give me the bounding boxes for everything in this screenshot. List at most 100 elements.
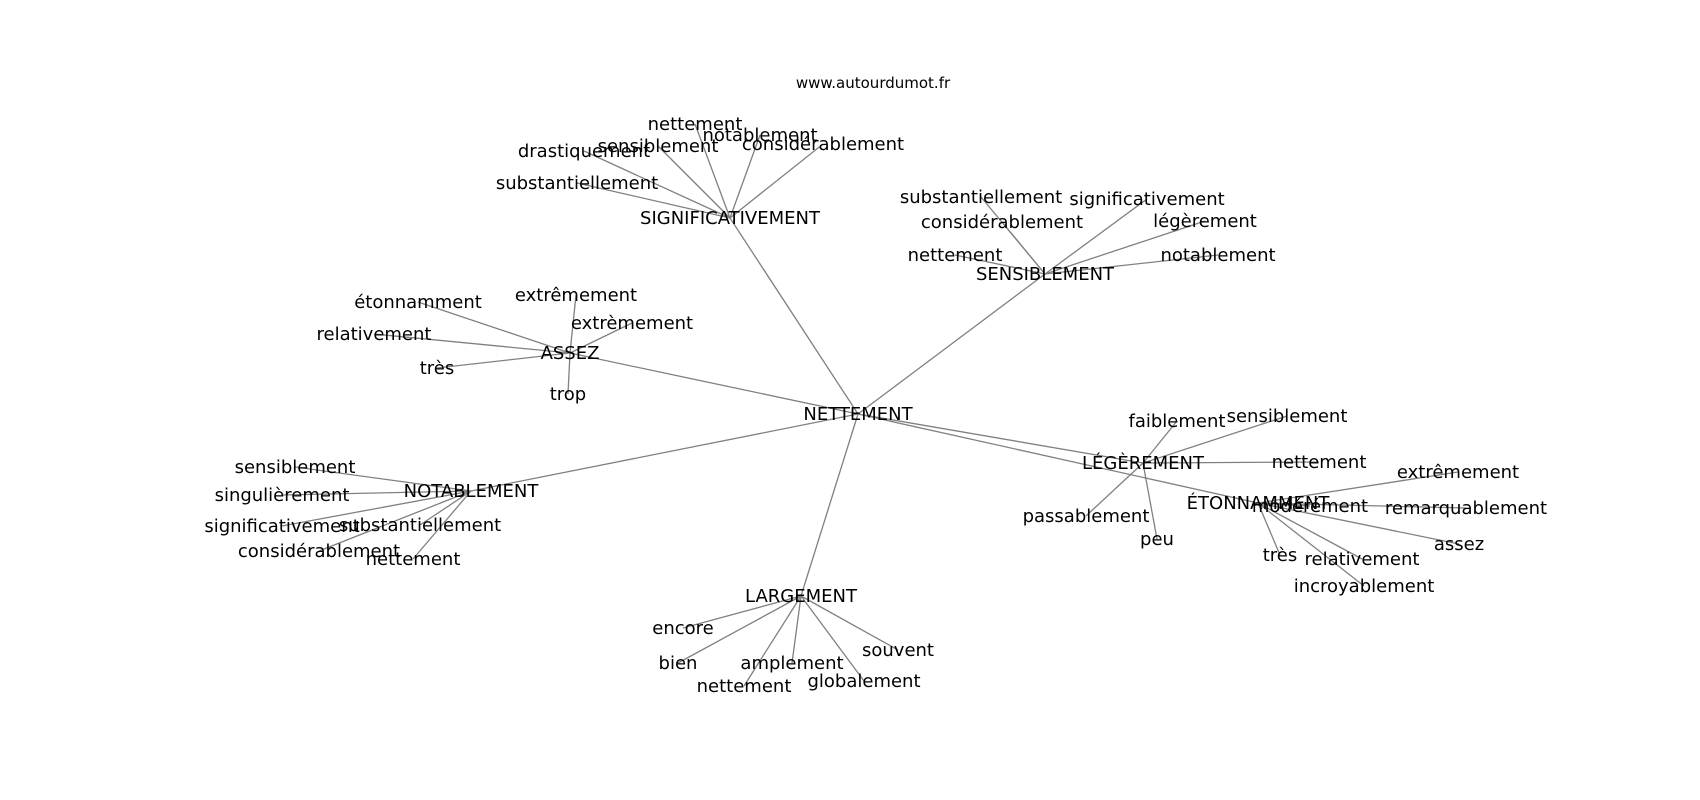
center-node[interactable]: NETTEMENT [803,404,913,425]
edge-center-to-group [800,413,859,597]
edge-group-to-word [1257,502,1365,587]
word-node[interactable]: extrêmement [515,285,637,306]
edge-group-to-word [373,333,571,354]
word-node[interactable]: extrêmement [1397,462,1519,483]
word-node[interactable]: significativement [204,516,359,537]
word-node[interactable]: incroyablement [1294,576,1435,597]
edge-group-to-word [576,182,731,219]
word-node[interactable]: substantiellement [900,187,1062,208]
word-node[interactable]: passablement [1023,506,1150,527]
group-node[interactable]: LARGEMENT [745,586,858,607]
group-node[interactable]: SENSIBLEMENT [976,264,1115,285]
word-node[interactable]: sensiblement [598,136,719,157]
word-node[interactable]: significativement [1069,189,1224,210]
word-node[interactable]: considérablement [238,541,400,562]
word-node[interactable]: substantiellement [339,515,501,536]
word-node[interactable]: relativement [317,324,432,345]
word-node[interactable]: très [1263,545,1298,566]
edge-group-to-word [567,352,571,395]
edge-group-to-word [1142,415,1288,464]
edge-group-to-word [743,595,802,687]
graph-edges [281,123,1467,687]
edge-group-to-word [729,143,824,219]
word-node[interactable]: remarquablement [1385,498,1547,519]
word-node[interactable]: considérablement [921,212,1083,233]
edge-center-to-group [470,413,859,492]
edge-group-to-word [1044,254,1219,275]
edge-group-to-word [569,294,577,354]
word-node[interactable]: globalement [807,671,920,692]
edge-group-to-word [281,490,472,527]
group-node[interactable]: NOTABLEMENT [404,481,540,502]
source-url[interactable]: www.autourdumot.fr [796,74,951,92]
edge-center-to-group [857,413,1259,504]
edge-group-to-word [1142,462,1158,540]
edge-group-to-word [677,595,802,664]
edge-group-to-word [569,322,633,354]
edge-group-to-word [419,490,472,526]
word-node[interactable]: singulièrement [215,485,350,506]
edge-group-to-word [417,301,571,354]
edge-group-to-word [800,595,865,682]
word-node[interactable]: extrèmement [571,313,693,334]
edge-group-to-word [1257,471,1459,504]
word-node[interactable]: considérablement [742,134,904,155]
edge-group-to-word [800,595,899,651]
edge-group-to-word [791,595,802,664]
word-node[interactable]: modérément [1252,496,1368,517]
word-node[interactable]: souvent [862,640,934,661]
word-node[interactable]: sensiblement [1227,406,1348,427]
group-node[interactable]: ASSEZ [541,343,600,364]
group-node[interactable]: ÉTONNAMMENT [1187,492,1331,514]
word-node[interactable]: nettement [366,549,461,570]
word-node[interactable]: nettement [1272,452,1367,473]
word-node[interactable]: très [420,358,455,379]
edge-center-to-group [569,352,859,415]
group-node[interactable]: SIGNIFICATIVEMENT [640,208,821,229]
edge-group-to-word [294,466,472,492]
edge-group-to-word [1257,502,1363,560]
word-node[interactable]: bien [659,653,698,674]
edge-group-to-word [694,123,731,219]
edge-group-to-word [281,490,472,496]
edge-group-to-word [682,595,802,629]
edge-group-to-word [657,145,731,219]
edge-group-to-word [729,134,761,219]
word-node[interactable]: notablement [1160,245,1275,266]
graph-labels: www.autourdumot.fr nettementnotablements… [204,74,1547,697]
edge-group-to-word [436,352,571,369]
word-node[interactable]: relativement [1305,549,1420,570]
edge-group-to-word [1044,198,1148,275]
word-node[interactable]: étonnamment [354,292,482,313]
word-node[interactable]: nettement [697,676,792,697]
edge-group-to-word [954,254,1046,275]
word-node[interactable]: drastiquement [518,141,650,162]
word-node[interactable]: peu [1140,529,1174,550]
edge-center-to-group [857,413,1144,464]
edge-group-to-word [1001,221,1046,275]
edge-center-to-group [729,217,859,415]
edge-group-to-word [1257,502,1467,509]
edge-group-to-word [1142,420,1178,464]
word-node[interactable]: encore [652,618,713,639]
edge-group-to-word [1257,502,1460,545]
word-node[interactable]: légèrement [1153,211,1257,232]
edge-group-to-word [583,150,731,219]
word-node[interactable]: substantiellement [496,173,658,194]
word-node[interactable]: nettement [908,245,1003,266]
edge-group-to-word [1085,462,1144,517]
edge-group-to-word [412,490,472,560]
word-node[interactable]: sensiblement [235,457,356,478]
edge-group-to-word [1257,502,1281,556]
edge-center-to-group [857,273,1046,415]
edge-group-to-word [318,490,472,552]
edge-group-to-word [1142,461,1320,464]
word-node[interactable]: faiblement [1129,411,1226,432]
word-node[interactable]: nettement [648,114,743,135]
word-node[interactable]: amplement [740,653,843,674]
word-node[interactable]: notablement [702,125,817,146]
word-node[interactable]: trop [550,384,587,405]
group-node[interactable]: LÉGÈREMENT [1082,452,1205,474]
word-node[interactable]: assez [1434,534,1484,555]
